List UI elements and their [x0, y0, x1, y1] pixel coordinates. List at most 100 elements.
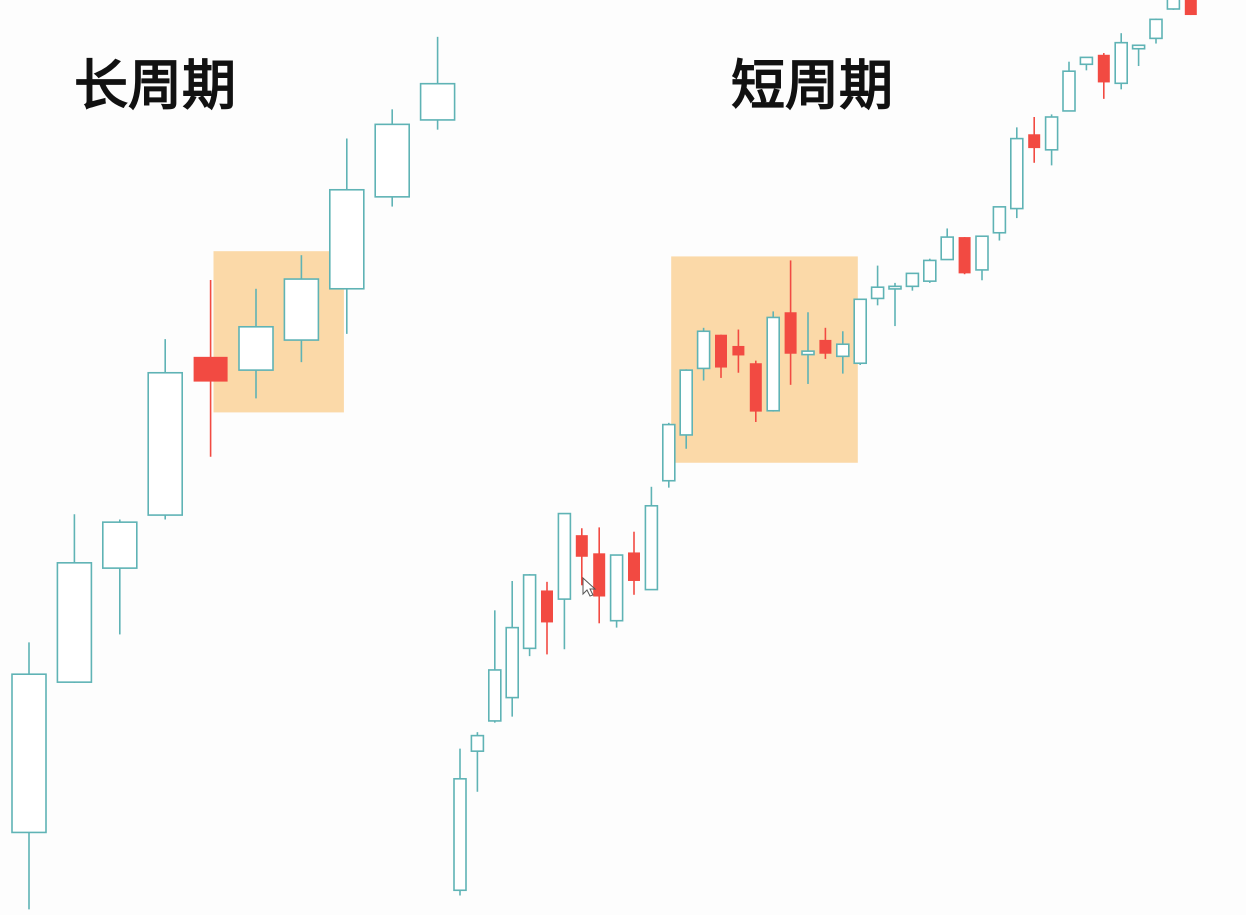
long-candle-body — [328, 188, 365, 290]
short-candle — [557, 512, 572, 650]
short-candle — [1079, 56, 1094, 71]
short-candle-body — [470, 734, 485, 752]
short-candle-body — [609, 554, 624, 622]
short-candle — [1114, 33, 1128, 90]
short-candle — [801, 312, 815, 384]
short-candle — [609, 554, 624, 628]
short-candle-body — [487, 669, 502, 722]
short-candle — [679, 369, 694, 449]
short-candle — [1009, 127, 1024, 219]
short-candle — [470, 732, 485, 792]
short-candle — [905, 272, 920, 291]
short-candle — [940, 228, 955, 261]
short-candle-body — [505, 626, 520, 699]
short-period-title: 短周期 — [731, 54, 893, 117]
short-candle-body — [696, 330, 711, 370]
short-candle — [766, 311, 781, 412]
long-candle-body — [374, 123, 411, 198]
short-candle — [453, 748, 467, 896]
short-candle-body — [784, 312, 797, 354]
short-candle — [992, 206, 1007, 241]
short-candle — [487, 610, 502, 723]
short-candle-body — [1028, 134, 1041, 149]
short-candle-body — [541, 590, 553, 623]
short-candle — [732, 329, 745, 373]
short-candle-body — [835, 343, 850, 358]
short-candle — [888, 282, 902, 327]
short-candle-body — [766, 316, 781, 412]
short-candle — [784, 260, 797, 385]
short-candle-body — [522, 574, 537, 650]
short-candle-body — [1009, 137, 1024, 210]
short-candle — [593, 527, 606, 624]
short-candle-body — [1079, 56, 1094, 66]
short-candle — [1131, 44, 1146, 67]
short-candle-body — [1062, 70, 1076, 112]
long-candle-body — [193, 356, 228, 382]
short-candle-body — [1149, 18, 1163, 40]
short-candle — [1028, 116, 1041, 163]
long-candle — [328, 138, 365, 334]
long-candle — [283, 255, 320, 363]
short-candle — [522, 574, 537, 657]
short-candle — [835, 331, 850, 374]
short-candle-body — [870, 286, 885, 300]
long-period-title: 长周期 — [74, 54, 236, 117]
short-candle — [1184, 0, 1197, 16]
long-candle-body — [283, 278, 320, 341]
short-candle — [661, 422, 676, 488]
short-candle — [958, 237, 971, 275]
short-candle-body — [853, 298, 868, 365]
long-candle-body — [147, 371, 183, 516]
short-candle-body — [940, 236, 955, 261]
short-candle-body — [715, 334, 727, 368]
long-candle-body — [11, 673, 47, 834]
short-candle-body — [1097, 54, 1110, 83]
short-candle-body — [749, 363, 762, 412]
long-candle-body — [238, 325, 274, 371]
short-candle — [1166, 0, 1181, 10]
mouse-cursor-icon — [582, 576, 597, 597]
long-period-chart: 长周期 — [11, 36, 456, 910]
short-candle-body — [644, 504, 659, 591]
short-candle — [975, 235, 989, 281]
short-candle-body — [922, 259, 937, 282]
short-candle — [628, 531, 640, 595]
long-candle-body — [102, 521, 138, 569]
short-candle-body — [628, 552, 640, 581]
long-highlight-box — [213, 251, 344, 413]
short-candle — [575, 528, 588, 586]
short-candle-body — [1044, 116, 1059, 151]
short-candle-body — [1184, 0, 1197, 16]
short-candle-body — [453, 778, 467, 892]
long-candle — [374, 109, 411, 207]
short-candle-body — [593, 553, 606, 597]
short-candle-body — [819, 339, 832, 354]
long-candle — [11, 642, 47, 910]
short-candle — [644, 486, 659, 591]
short-candle-body — [958, 237, 971, 274]
short-candle-body — [905, 272, 920, 288]
long-candle — [193, 279, 228, 457]
long-candle — [238, 288, 274, 399]
short-candle — [1149, 18, 1163, 44]
short-candle-body — [1131, 44, 1146, 50]
short-period-chart: 短周期 — [453, 0, 1197, 896]
short-candle — [715, 334, 727, 378]
long-candle — [419, 36, 456, 130]
short-candle-body — [1166, 0, 1181, 10]
short-candle-body — [1114, 41, 1128, 85]
short-candle-body — [557, 512, 572, 600]
short-candle-body — [732, 345, 745, 356]
long-candle — [56, 514, 93, 684]
short-candle-body — [888, 285, 902, 290]
long-candle-body — [56, 562, 93, 683]
short-candle-body — [679, 369, 694, 436]
short-candle — [922, 258, 937, 283]
short-candle-body — [975, 235, 989, 271]
long-candle-body — [419, 82, 456, 121]
short-candle — [870, 265, 885, 306]
short-candle — [505, 580, 520, 717]
